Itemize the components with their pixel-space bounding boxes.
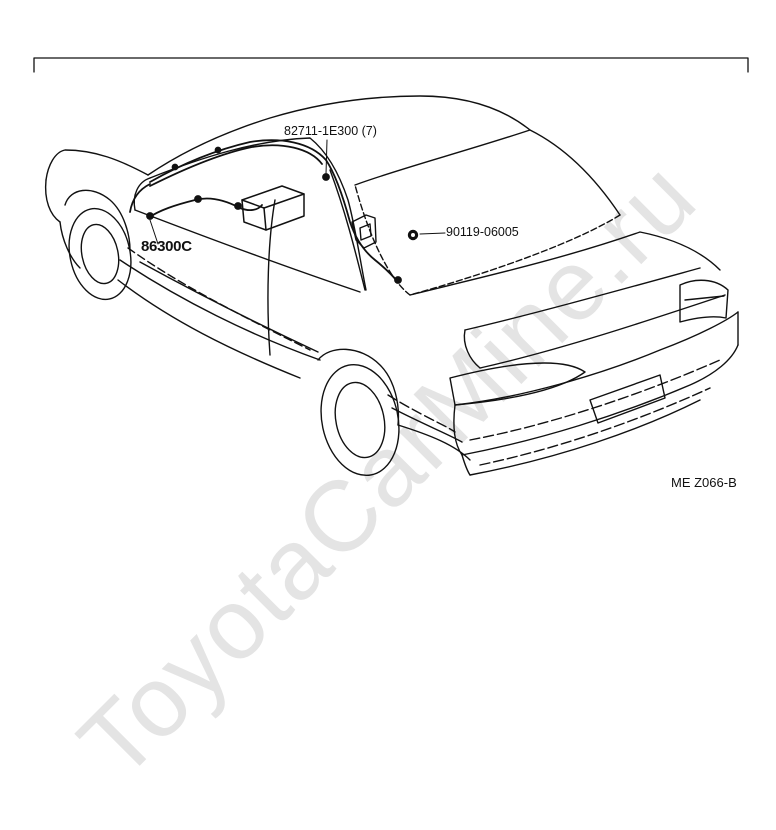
wire-harness — [129, 139, 402, 284]
part-label-screw: 90119-06005 — [446, 225, 519, 239]
diagram-code: ME Z066-B — [671, 475, 737, 490]
leader-lines — [149, 139, 446, 245]
amplifier-box — [241, 185, 305, 231]
screw-icon — [407, 229, 419, 241]
frame-bracket — [33, 57, 749, 73]
part-label-antenna-cable: 82711-1E300 (7) — [284, 124, 377, 138]
car-body — [44, 95, 739, 477]
connector-bracket — [351, 214, 377, 249]
part-label-antenna-assy: 86300C — [141, 238, 192, 255]
